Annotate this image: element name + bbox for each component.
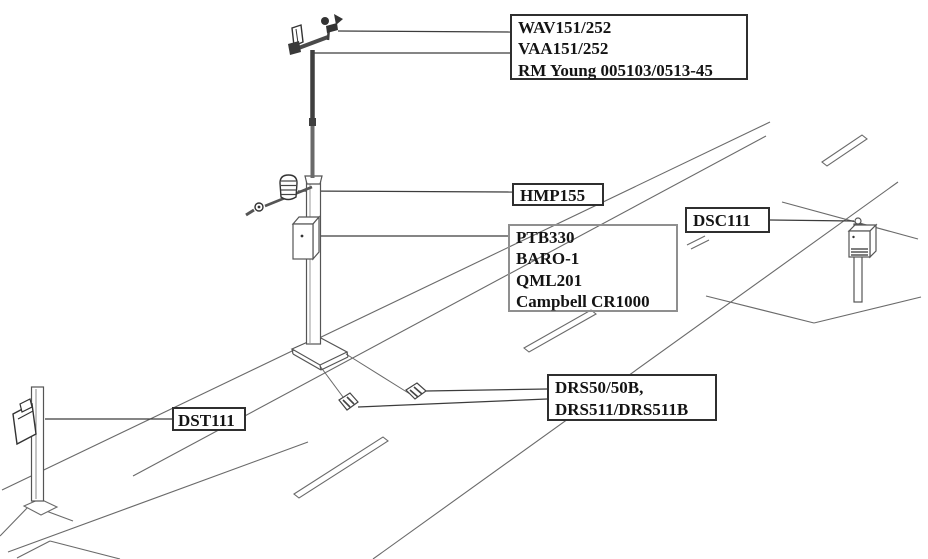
- pavement-line: [16, 540, 51, 559]
- leader-lines: [45, 30, 855, 420]
- lane-dash: [293, 436, 389, 499]
- label-line: DSC111: [693, 211, 751, 230]
- probe-tip: [245, 208, 255, 217]
- road-lines: [0, 121, 922, 559]
- label-box-dsc111: DSC111: [685, 207, 770, 233]
- sensor-box-side: [869, 223, 877, 259]
- humidity-sensor-hmp155: [245, 174, 313, 217]
- road-sensor-drs-1: [338, 392, 359, 411]
- label-box-hmp155: HMP155: [512, 183, 604, 206]
- propeller: [321, 17, 329, 25]
- road-lane-line: [7, 441, 309, 553]
- leader-dsc111: [769, 219, 855, 222]
- label-line: RM Young 005103/0513-45: [518, 60, 713, 80]
- sensor-body: [326, 23, 338, 33]
- head-edge: [17, 410, 34, 420]
- vane-clamp: [288, 41, 301, 55]
- mast-collar: [309, 118, 316, 126]
- mast-joint: [304, 175, 323, 185]
- box-dot: [852, 235, 855, 239]
- leader-drs-b: [357, 398, 548, 408]
- road-sensor-drs-2: [405, 382, 427, 400]
- probe-dot: [257, 205, 261, 209]
- label-line: HMP155: [520, 186, 586, 205]
- cable-conduit: [345, 353, 411, 395]
- hatch-mark: [686, 235, 706, 246]
- label-line: VAA151/252: [518, 39, 609, 59]
- wind-sensor-vane: [288, 24, 304, 55]
- label-line: DRS511/DRS511B: [555, 400, 689, 419]
- radiation-shield: [279, 174, 298, 201]
- cable-conduit: [319, 365, 344, 398]
- pavement-line: [49, 540, 121, 559]
- leader-wav: [337, 30, 511, 33]
- head-cap: [19, 398, 33, 413]
- label-line: WAV151/252: [518, 18, 612, 37]
- pavement-line: [705, 295, 815, 324]
- road-edge-far: [1, 121, 771, 491]
- mast-lower-tube: [305, 177, 322, 345]
- equipment-enclosure: [291, 215, 321, 261]
- vane-plate-edge: [295, 28, 299, 44]
- label-box-drs: DRS50/50B, DRS511/DRS511B: [547, 374, 717, 421]
- pavement-line: [0, 504, 31, 537]
- label-line: BARO-1: [516, 249, 580, 269]
- tail-fin: [334, 14, 343, 25]
- enclosure-latch: [300, 234, 304, 238]
- label-line: DRS50/50B,: [555, 378, 644, 397]
- label-line: Campbell CR1000: [516, 292, 650, 312]
- label-line: QML201: [516, 270, 583, 290]
- road-edge-near: [372, 181, 899, 559]
- label-box-wind-sensors: WAV151/252 VAA151/252 RM Young 005103/05…: [510, 14, 748, 80]
- pole-cap: [854, 217, 862, 225]
- pavement-line: [813, 296, 922, 324]
- mast-crossarm: [295, 35, 329, 51]
- label-box-dst111: DST111: [172, 407, 246, 431]
- lane-dash: [523, 309, 597, 353]
- wind-sensor-anemometer: [321, 14, 343, 33]
- label-line: PTB330: [516, 228, 575, 247]
- mounting-board: [30, 386, 45, 502]
- leader-hmp155: [297, 190, 513, 193]
- label-box-logger: PTB330 BARO-1 QML201 Campbell CR1000: [508, 224, 678, 312]
- surface-sensor-dsc111: [847, 217, 878, 303]
- vane-plate: [291, 24, 304, 48]
- leader-drs-a: [425, 388, 548, 392]
- sensor-box-front: [848, 230, 871, 258]
- weather-mast: [290, 26, 411, 398]
- enclosure-side: [312, 215, 320, 261]
- hatch-mark: [690, 239, 710, 250]
- surface-sensor-dst111: [12, 386, 45, 502]
- enclosure-front: [292, 223, 314, 260]
- label-line: DST111: [178, 411, 235, 430]
- lane-dash: [821, 134, 868, 167]
